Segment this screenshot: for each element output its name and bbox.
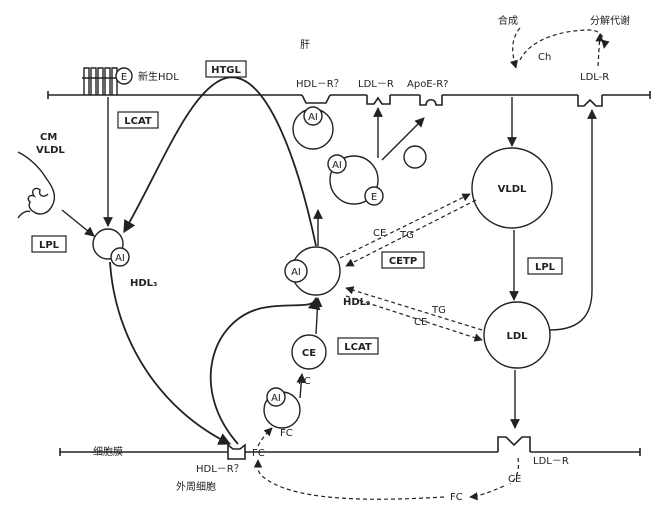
htgl-box: HTGL <box>205 60 247 78</box>
apoe-receptor-liver <box>419 95 443 106</box>
catabolism-label: 分解代谢 <box>590 14 630 27</box>
svg-text:LPL: LPL <box>535 262 556 273</box>
svg-text:CE: CE <box>302 348 316 359</box>
remnant-particle <box>403 145 427 169</box>
arrow-synthesis <box>509 27 521 69</box>
fc-label-1: FC <box>298 376 311 387</box>
fc-cell-label: FC <box>450 492 463 503</box>
lcat-box-middle: LCAT <box>337 337 379 355</box>
liver-membrane <box>47 91 651 99</box>
hdl-at-liver-receptor: AI <box>292 106 334 150</box>
svg-text:LCAT: LCAT <box>124 116 152 127</box>
ldl-receptor-label: LDL－R <box>358 79 394 90</box>
ce-transfer-label-1: CE <box>373 228 386 239</box>
arrow-cell-to-hdl2 <box>209 296 321 445</box>
hdl-receptor-liver <box>301 94 331 104</box>
arrow-ce-to-ldl <box>345 295 483 342</box>
ldl-receptor-cell-label: LDL－R <box>533 456 569 467</box>
cell-membrane-label: 细胞膜 <box>93 445 123 458</box>
tg-transfer-label-2: TG <box>431 305 446 316</box>
arrow-ce-to-vldl <box>339 193 471 259</box>
hdl2-label: HDL₂ <box>343 297 370 308</box>
cm-label: CM <box>40 132 57 143</box>
svg-text:HTGL: HTGL <box>211 65 241 76</box>
svg-text:AI: AI <box>308 112 318 123</box>
arrow-tg-to-hdl2 <box>345 199 477 267</box>
arrow-htgl-loop <box>123 76 317 247</box>
vldl-label-left: VLDL <box>36 145 65 156</box>
hdl-apoe-particle: AI E <box>327 154 384 206</box>
svg-text:CETP: CETP <box>389 256 417 267</box>
small-hdl-particle: AI <box>263 387 301 429</box>
svg-text:E: E <box>121 72 127 83</box>
svg-text:LPL: LPL <box>39 240 60 251</box>
ldl-receptor-cell <box>497 436 531 452</box>
svg-text:LCAT: LCAT <box>344 342 372 353</box>
lpl-box-right: LPL <box>527 257 563 275</box>
cetp-box: CETP <box>381 251 425 269</box>
ldl-particle: LDL <box>483 301 551 369</box>
peripheral-cell-label: 外周细胞 <box>176 480 216 493</box>
svg-text:AI: AI <box>115 253 125 264</box>
svg-text:AI: AI <box>291 267 301 278</box>
arrow-ce-to-hdl2 <box>312 297 323 335</box>
ldl-receptor-right-label: LDL-R <box>580 72 609 83</box>
hdl-receptor-cell-label: HDL－R？ <box>196 464 244 475</box>
hdl-receptor-label: HDL－R？ <box>296 79 344 90</box>
arrow-ldlr-to-ce <box>509 457 520 485</box>
arrow-cm-to-hdl3 <box>61 209 95 237</box>
ldl-receptor-liver <box>366 95 391 105</box>
arrow-ce-to-fc <box>469 485 505 501</box>
svg-text:LDL: LDL <box>506 331 528 342</box>
ldl-receptor-right-liver <box>577 95 603 107</box>
apoe-receptor-label: ApoE-R? <box>407 79 449 90</box>
hdl-receptor-cell <box>227 443 246 460</box>
svg-text:AI: AI <box>271 393 281 404</box>
arrow-ldlr-to-catabolism <box>595 33 604 67</box>
vldl-particle: VLDL <box>471 147 553 229</box>
arrow-fc-to-membrane <box>253 459 445 500</box>
lpl-box-left: LPL <box>31 235 67 253</box>
cell-membrane <box>59 448 641 456</box>
liver-title: 肝 <box>300 39 310 51</box>
svg-text:VLDL: VLDL <box>498 184 527 195</box>
svg-text:AI: AI <box>332 160 342 171</box>
arrow-catabolism <box>519 29 610 61</box>
arrow-to-apoe-receptor <box>381 117 425 161</box>
arrow-fc-to-ce <box>296 373 307 399</box>
ce-transfer-label-2: CE <box>414 317 427 328</box>
hdl3-label: HDL₃ <box>130 278 157 289</box>
hdl2-particle: AI <box>284 246 341 296</box>
ce-core-particle: CE <box>291 334 327 370</box>
fc-label-2: FC <box>280 428 293 439</box>
chylomicron-shape <box>17 151 56 219</box>
hdl3-particle: AI <box>92 228 130 267</box>
arrow-tg-to-hdl2-from-ldl <box>345 286 483 331</box>
nascent-hdl-disc: E <box>82 67 133 95</box>
svg-text:E: E <box>371 192 377 203</box>
nascent-hdl-label: 新生HDL <box>138 70 179 83</box>
lcat-box-top: LCAT <box>117 111 159 129</box>
arrow-hdl3-to-cell <box>109 261 232 445</box>
cholesterol-label: Ch <box>538 52 551 63</box>
arrow-fc-efflux <box>257 427 273 447</box>
synthesis-label: 合成 <box>498 14 518 27</box>
arrow-ldl-to-liver-receptor <box>549 109 597 331</box>
fc-membrane-label: FC <box>252 448 265 459</box>
